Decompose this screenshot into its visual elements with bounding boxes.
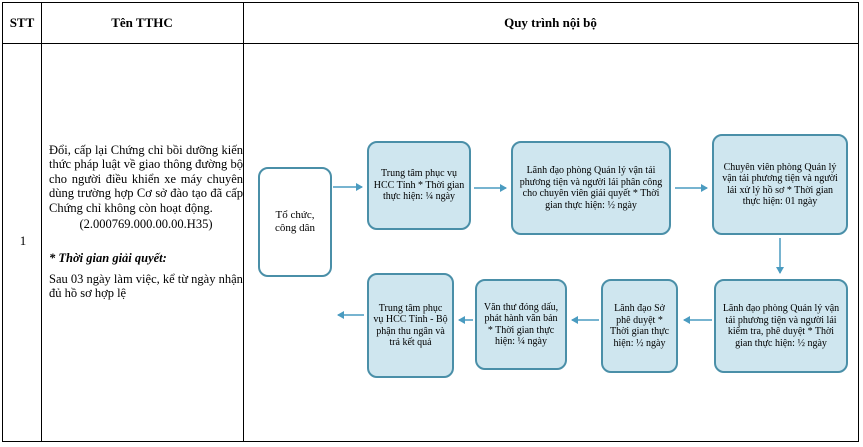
- flow-step-7: Trung tâm phục vụ HCC Tỉnh - Bộ phận thu…: [367, 273, 454, 378]
- flow-step-3: Chuyên viên phòng Quản lý vận tải phương…: [712, 134, 848, 235]
- header-stt: STT: [9, 15, 35, 30]
- procedure-description: Đổi, cấp lại Chứng chỉ bồi dưỡng kiến th…: [49, 143, 243, 300]
- flow-citizen: Tổ chức, công dân: [258, 167, 332, 277]
- flow-step-2-label: Lãnh đạo phòng Quản lý vận tải phương ti…: [519, 165, 663, 211]
- flow-step-6-label: Văn thư đóng dấu, phát hành văn bản * Th…: [483, 301, 559, 348]
- header-divider: [3, 43, 858, 44]
- flow-citizen-label: Tổ chức, công dân: [274, 209, 315, 234]
- flow-step-4-label: Lãnh đạo phòng Quản lý vận tải phương ti…: [722, 303, 840, 349]
- processing-time-title: * Thời gian giải quyết:: [49, 251, 167, 266]
- header-ten-tthc: Tên TTHC: [111, 15, 173, 30]
- flow-step-3-label: Chuyên viên phòng Quản lý vận tải phương…: [722, 161, 838, 208]
- procedure-name: Đổi, cấp lại Chứng chỉ bồi dưỡng kiến th…: [49, 143, 243, 215]
- flow-step-2: Lãnh đạo phòng Quản lý vận tải phương ti…: [511, 141, 671, 235]
- procedure-table: STT Tên TTHC Quy trình nội bộ 1 Đổi, cấp…: [2, 2, 859, 442]
- header-quy-trinh: Quy trình nội bộ: [504, 15, 597, 30]
- row-number: 1: [19, 233, 27, 248]
- flow-step-5-label: Lãnh đạo Sở phê duyệt * Thời gian thực h…: [609, 303, 670, 349]
- flow-step-6: Văn thư đóng dấu, phát hành văn bản * Th…: [475, 279, 567, 370]
- flow-step-1-label: Trung tâm phục vụ HCC Tỉnh * Thời gian t…: [373, 168, 465, 203]
- flow-step-7-label: Trung tâm phục vụ HCC Tỉnh - Bộ phận thu…: [373, 302, 448, 349]
- flow-step-4: Lãnh đạo phòng Quản lý vận tải phương ti…: [714, 279, 848, 373]
- flow-step-1: Trung tâm phục vụ HCC Tỉnh * Thời gian t…: [367, 141, 471, 230]
- column-divider: [41, 3, 42, 441]
- processing-time-value: Sau 03 ngày làm việc, kể từ ngày nhận đủ…: [49, 271, 243, 300]
- procedure-code: (2.000769.000.00.00.H35): [79, 216, 213, 231]
- column-divider: [243, 3, 244, 441]
- flow-step-5: Lãnh đạo Sở phê duyệt * Thời gian thực h…: [601, 279, 678, 373]
